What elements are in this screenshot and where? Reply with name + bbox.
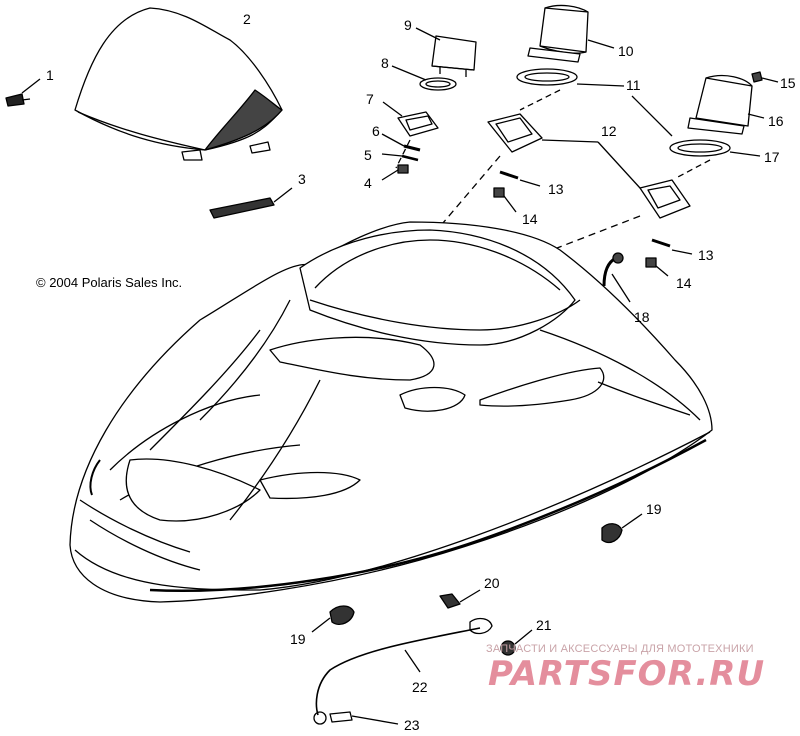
callout-21: 21 [536, 617, 552, 633]
callout-19-right: 19 [646, 501, 662, 517]
callout-22: 22 [412, 679, 428, 695]
callout-17: 17 [764, 149, 780, 165]
callout-10: 10 [618, 43, 634, 59]
callout-5: 5 [364, 147, 372, 163]
callout-9: 9 [404, 17, 412, 33]
callout-14-top: 14 [522, 211, 538, 227]
callout-19-left: 19 [290, 631, 306, 647]
callout-6: 6 [372, 123, 380, 139]
copyright-text: © 2004 Polaris Sales Inc. [36, 275, 183, 290]
callout-18: 18 [634, 309, 650, 325]
gauge-stack-left [397, 35, 477, 174]
hood-body [69, 221, 713, 603]
watermark-brand: PARTSFOR.RU [488, 654, 766, 694]
callout-8: 8 [381, 55, 389, 71]
callout-15: 15 [780, 75, 796, 91]
strap-part-3 [209, 197, 275, 219]
callout-3: 3 [298, 171, 306, 187]
callout-4: 4 [364, 175, 372, 191]
callout-7: 7 [366, 91, 374, 107]
gauge-part-16 [687, 74, 753, 135]
bezel-part-12b [639, 179, 691, 219]
callout-12: 12 [601, 123, 617, 139]
windshield-part [74, 7, 283, 161]
clip-part-19b [329, 605, 355, 626]
callout-13-top: 13 [548, 181, 564, 197]
screw-part-1 [5, 93, 31, 107]
watermark-tagline: ЗАПЧАСТИ И АКСЕССУАРЫ ДЛЯ МОТОТЕХНИКИ [486, 643, 754, 655]
callout-1: 1 [46, 67, 54, 83]
gauge-part-10 [527, 4, 589, 63]
callout-16: 16 [768, 113, 784, 129]
callout-2: 2 [243, 11, 251, 27]
callout-14-right: 14 [676, 275, 692, 291]
callout-13-right: 13 [698, 247, 714, 263]
callout-20: 20 [484, 575, 500, 591]
callout-11: 11 [626, 77, 641, 93]
tether-cable-part-22 [313, 617, 493, 725]
clip-part-19a [601, 523, 623, 544]
callout-23: 23 [404, 717, 420, 733]
bezel-part-12a [487, 113, 543, 153]
